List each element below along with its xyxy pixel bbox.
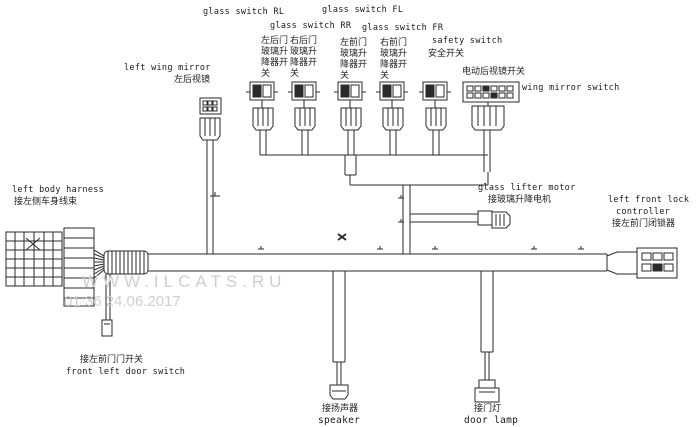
label-speaker: speaker (318, 415, 361, 426)
label-glass-switch-fr: glass switch FR (362, 23, 444, 33)
label-front-left-door-switch: front left door switch (66, 367, 186, 377)
door-lamp-branch (474, 271, 500, 403)
label-left-body-harness: left body harness (12, 185, 105, 195)
label-wing-mirror-switch-cn: 电动后视镜开关 (462, 67, 526, 77)
label-door-lamp: door lamp (464, 415, 519, 426)
label-glass-switch-fl: glass switch FL (322, 5, 404, 15)
label-speaker-cn: 接扬声器 (322, 404, 359, 414)
label-left-body-harness-cn: 接左侧车身线束 (14, 197, 78, 207)
watermark-site: WWW.ILCATS.RU (82, 272, 287, 291)
label-safety-switch: safety switch (432, 36, 503, 46)
label-glass-lifter-motor: glass lifter motor (478, 183, 576, 193)
speaker-branch (329, 271, 349, 400)
bus-to-trunk (398, 185, 411, 254)
switch-bus (259, 130, 491, 186)
label-door-lamp-cn: 接门灯 (474, 404, 502, 414)
label-front-left-door-switch-cn: 接左前门门开关 (80, 355, 144, 365)
watermark-stamp: 01:36 24.06.2017 (64, 293, 181, 310)
label-glass-switch-rl-cn: 左后门玻璃升降器开关 (261, 36, 289, 79)
label-glass-switch-fr-cn: 右前门玻璃升降器开关 (380, 38, 408, 81)
glass-lifter-branch (410, 210, 511, 229)
switch-connectors (252, 105, 505, 131)
label-glass-switch-fl-cn: 左前门玻璃升降器开关 (340, 38, 368, 81)
label-glass-switch-rr-cn: 右后门玻璃升降器开关 (290, 36, 318, 79)
wing-mirror-branch (199, 97, 222, 254)
main-harness-trunk (148, 253, 608, 272)
lock-controller-connector (606, 247, 678, 279)
label-glass-lifter-motor-cn: 接玻璃升降电机 (488, 195, 552, 205)
switch-heads (246, 81, 520, 108)
label-safety-switch-cn: 安全开关 (428, 49, 465, 59)
left-body-harness-connector (5, 227, 95, 307)
label-lock-controller-line1: left front lock (608, 195, 690, 205)
door-switch-branch (101, 274, 113, 337)
corrugated-sleeve (103, 250, 149, 275)
label-glass-switch-rl: glass switch RL (203, 7, 285, 17)
label-glass-switch-rr: glass switch RR (270, 21, 352, 31)
label-wing-mirror-switch: wing mirror switch (522, 83, 620, 93)
label-lock-controller-line2: controller (616, 207, 671, 217)
trunk-clips (258, 233, 584, 250)
label-left-wing-mirror: left wing mirror (124, 63, 211, 73)
label-lock-controller-cn: 接左前门闭锁器 (612, 219, 676, 229)
label-left-wing-mirror-cn: 左后视镜 (174, 75, 211, 85)
